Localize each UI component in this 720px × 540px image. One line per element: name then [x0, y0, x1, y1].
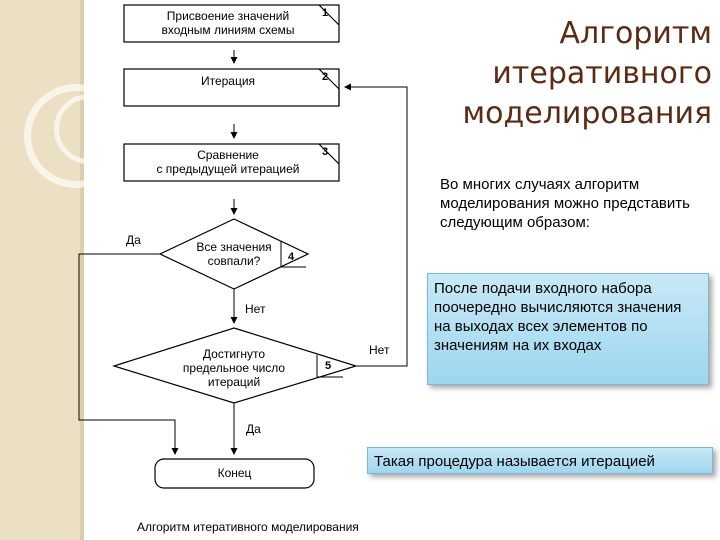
- end-label: Конец: [217, 466, 252, 480]
- slide-title: Алгоритм итеративного моделирования: [412, 14, 712, 134]
- block-1-line-1: Присвоение значений: [166, 9, 290, 23]
- block-3-corner: [318, 143, 340, 165]
- title-line-1: Алгоритм: [559, 16, 712, 51]
- note-box-iteration-description: После подачи входного набора поочередно …: [427, 273, 709, 385]
- intro-text: Во многих случаях алгоритм моделирования…: [440, 176, 690, 231]
- title-line-3: моделирования: [462, 96, 712, 131]
- block-3-box: [123, 143, 340, 182]
- decision-4-number: 4: [288, 251, 295, 263]
- block-3-number: 3: [322, 146, 329, 158]
- block-1-corner: [318, 4, 340, 26]
- block-1-number: 1: [322, 7, 329, 19]
- label-yes-2: Да: [246, 422, 261, 436]
- block-2-box: [123, 68, 340, 107]
- decision-5-line-3: итераций: [207, 375, 261, 389]
- label-yes-1: Да: [126, 233, 141, 247]
- block-2-number: 2: [322, 71, 329, 83]
- decision-4-line-1: Все значения: [196, 240, 272, 254]
- no-branch-5-loop: [344, 83, 408, 367]
- side-strip-edge: [80, 0, 84, 540]
- decorative-ring-large: [24, 84, 128, 188]
- yes-branch-4-path: [78, 253, 179, 455]
- block-2-corner: [318, 68, 340, 90]
- block-1-line-2: входным линиям схемы: [161, 23, 295, 37]
- decision-5-line-2: предельное число: [182, 361, 286, 375]
- block-1-box: [123, 4, 340, 43]
- label-no-1: Нет: [245, 302, 266, 316]
- note-box-iteration-definition: Такая процедура называется итерацией: [367, 447, 713, 474]
- diagram-caption: Алгоритм итеративного моделирования: [137, 520, 359, 534]
- decorative-ring-small: [54, 94, 124, 164]
- block-2-line-1: Итерация: [200, 74, 256, 88]
- decision-5-number: 5: [325, 360, 332, 372]
- label-no-2: Нет: [369, 343, 390, 357]
- title-line-2: итеративного: [492, 56, 712, 91]
- block-3-line-1: Сравнение: [197, 148, 259, 162]
- decision-5-line-1: Достигнуто: [202, 347, 266, 361]
- end-terminator: [154, 458, 315, 489]
- block-3-line-2: с предыдущей итерацией: [156, 162, 300, 176]
- decision-4-line-2: совпали?: [207, 254, 261, 268]
